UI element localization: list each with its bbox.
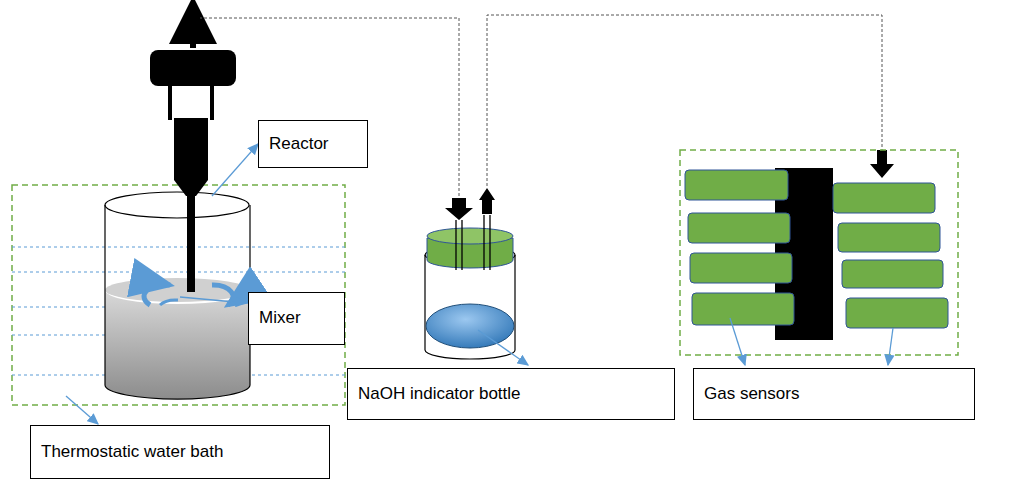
part-label: Reactor (269, 134, 329, 154)
part-label-box: Mixer (248, 292, 345, 345)
part-label-box: Reactor (258, 120, 368, 168)
mixing-arrows (144, 284, 233, 305)
gas-sensor-units (685, 170, 948, 328)
part-label: Gas sensors (704, 384, 799, 404)
part-label: Thermostatic water bath (41, 442, 223, 462)
naoh-bottle (425, 188, 515, 359)
reactor-vessel (105, 192, 250, 399)
water-bath-region (12, 185, 345, 405)
part-label: NaOH indicator bottle (358, 384, 521, 404)
gas-inlet-arrow (870, 150, 894, 178)
stirrer-motor (150, 20, 236, 292)
sensor-array-region (680, 150, 958, 355)
part-label-box: Gas sensors (693, 368, 975, 420)
part-label-box: Thermostatic water bath (30, 425, 330, 479)
part-label: Mixer (259, 308, 301, 328)
part-label-box: NaOH indicator bottle (347, 368, 675, 420)
